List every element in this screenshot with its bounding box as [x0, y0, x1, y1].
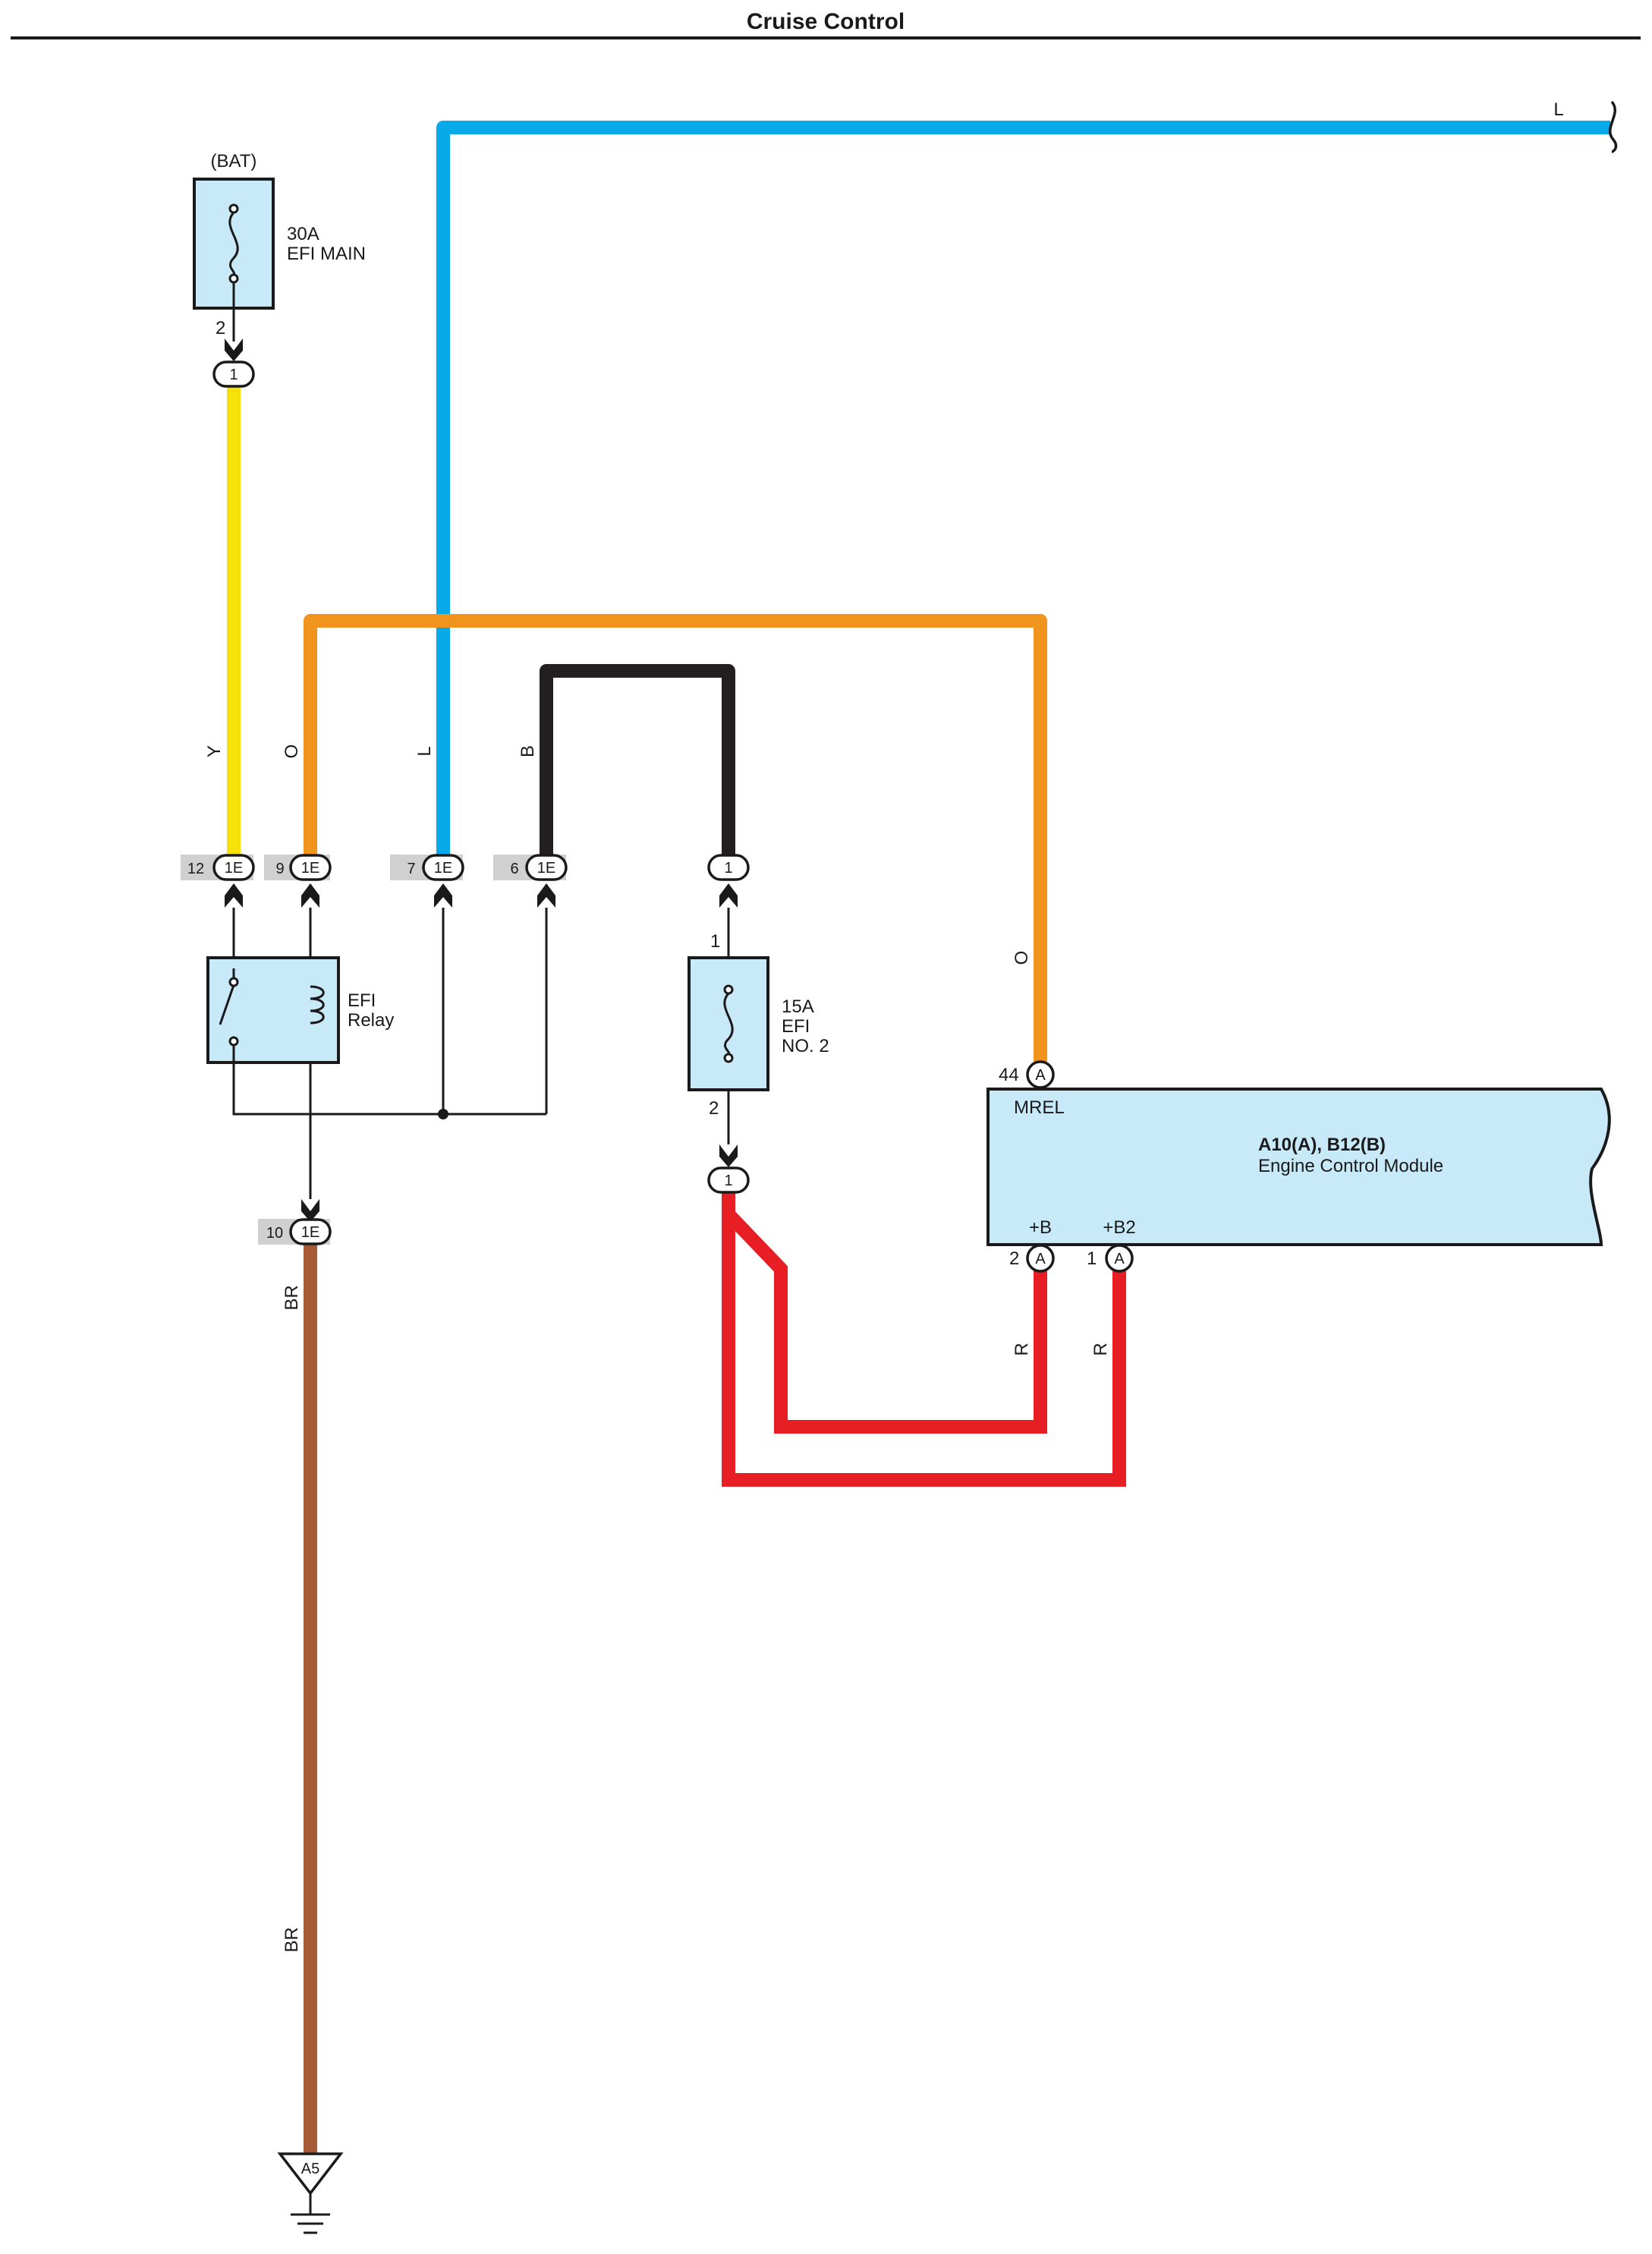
wire-label-r1: R — [1012, 1343, 1032, 1355]
wire-label-o-left: O — [282, 745, 302, 759]
fuse-no2-pin-in: 1 — [710, 931, 720, 952]
wire-orange-o — [304, 614, 1047, 1066]
connector-arrow-icon — [719, 883, 738, 908]
wire-label-br2: BR — [282, 1927, 302, 1952]
connector-arrow-icon — [225, 883, 243, 908]
diagram-title: Cruise Control — [747, 9, 905, 34]
fuse-efi-no2-top-pin: 1 — [707, 854, 750, 881]
fuse-main-pin-out: 2 — [216, 318, 225, 338]
fuse-no2-bottom-pin-label: 1 — [724, 1173, 732, 1189]
ecm-b-label: +B — [1029, 1217, 1052, 1238]
fuse-no2-pin-out: 2 — [709, 1098, 719, 1119]
relay-name-line1: EFI — [348, 990, 376, 1011]
connector-arrow-icon — [719, 1144, 738, 1167]
junction-pin-12-conn: 1E — [225, 860, 243, 877]
junction-pin-10-conn: 1E — [301, 1224, 319, 1241]
ecm-b2-label: +B2 — [1103, 1217, 1135, 1238]
ecm-name: Engine Control Module — [1258, 1156, 1443, 1176]
connector-arrow-icon — [225, 338, 243, 361]
junction-pin-7-conn: 1E — [434, 860, 452, 877]
junction-pin-6: 6 1E — [493, 854, 568, 881]
connector-pin-main-out: 1 — [212, 360, 255, 388]
junction-pin-9-num: 9 — [275, 861, 284, 877]
ground-label: A5 — [301, 2161, 319, 2177]
fuse-efi-no2-bottom-pin: 1 — [707, 1166, 750, 1194]
connector-arrow-icon — [537, 883, 555, 908]
efi-relay — [206, 908, 548, 1199]
relay-name-line2: Relay — [348, 1010, 394, 1031]
fuse-no2-name-line2: NO. 2 — [782, 1036, 829, 1056]
ecm-mrel-connector: A — [1026, 1060, 1055, 1089]
ecm-b2-pin-num: 1 — [1087, 1248, 1097, 1269]
wire-label-l-top: L — [1553, 99, 1563, 120]
wire-label-y: Y — [204, 745, 225, 757]
wire-label-r2: R — [1090, 1343, 1111, 1355]
ecm-b2-conn-label: A — [1114, 1251, 1125, 1267]
junction-pin-6-conn: 1E — [537, 860, 555, 877]
wire-blue-l — [436, 121, 1610, 858]
fuse-no2-name-line1: EFI — [782, 1016, 810, 1037]
ecm-b-conn-label: A — [1035, 1251, 1046, 1267]
ecm-box — [986, 1088, 1611, 1246]
wire-label-b: B — [518, 745, 538, 757]
ecm-b-pin-num: 2 — [1009, 1248, 1019, 1269]
battery-source-label: (BAT) — [211, 151, 257, 172]
connector-arrow-icon — [301, 1199, 319, 1222]
connector-arrow-icon — [434, 883, 452, 908]
fuse-main-name: EFI MAIN — [287, 244, 366, 264]
fuse-no2-top-pin-label: 1 — [724, 860, 732, 877]
junction-pin-12-num: 12 — [187, 861, 204, 877]
junction-pin-9-conn: 1E — [301, 860, 319, 877]
junction-pin-7-num: 7 — [407, 861, 415, 877]
ecm-mrel-label: MREL — [1014, 1097, 1065, 1118]
ecm-b-connector: A — [1026, 1244, 1055, 1273]
ecm-b2-connector: A — [1105, 1244, 1134, 1273]
fuse-no2-rating: 15A — [782, 996, 814, 1017]
junction-pin-6-num: 6 — [510, 861, 518, 877]
fuse-efi-main — [193, 178, 275, 342]
ecm-mrel-pin-num: 44 — [999, 1065, 1019, 1085]
wire-red-r-outer — [722, 1193, 1126, 1487]
junction-pin-12: 12 1E — [181, 854, 255, 881]
connector-pin-main-out-label: 1 — [229, 367, 238, 383]
connector-arrow-icon — [301, 883, 319, 908]
fuse-efi-no2 — [688, 908, 769, 1144]
wire-label-br1: BR — [282, 1285, 302, 1310]
wire-label-l-left: L — [414, 746, 435, 756]
wire-black-b — [540, 664, 735, 858]
junction-pin-7: 7 1E — [390, 854, 464, 881]
wire-label-o-right: O — [1012, 951, 1032, 965]
junction-pin-9: 9 1E — [264, 854, 332, 881]
ecm-mrel-conn-label: A — [1035, 1067, 1046, 1084]
fuse-main-rating: 30A — [287, 224, 319, 244]
wire-break-icon — [1608, 100, 1618, 153]
junction-pin-10-num: 10 — [266, 1225, 283, 1242]
junction-pin-10: 10 1E — [258, 1218, 332, 1245]
relay-coil-icon — [310, 985, 325, 1025]
ground-a5: A5 — [277, 2152, 344, 2234]
ecm-codes: A10(A), B12(B) — [1258, 1135, 1386, 1155]
